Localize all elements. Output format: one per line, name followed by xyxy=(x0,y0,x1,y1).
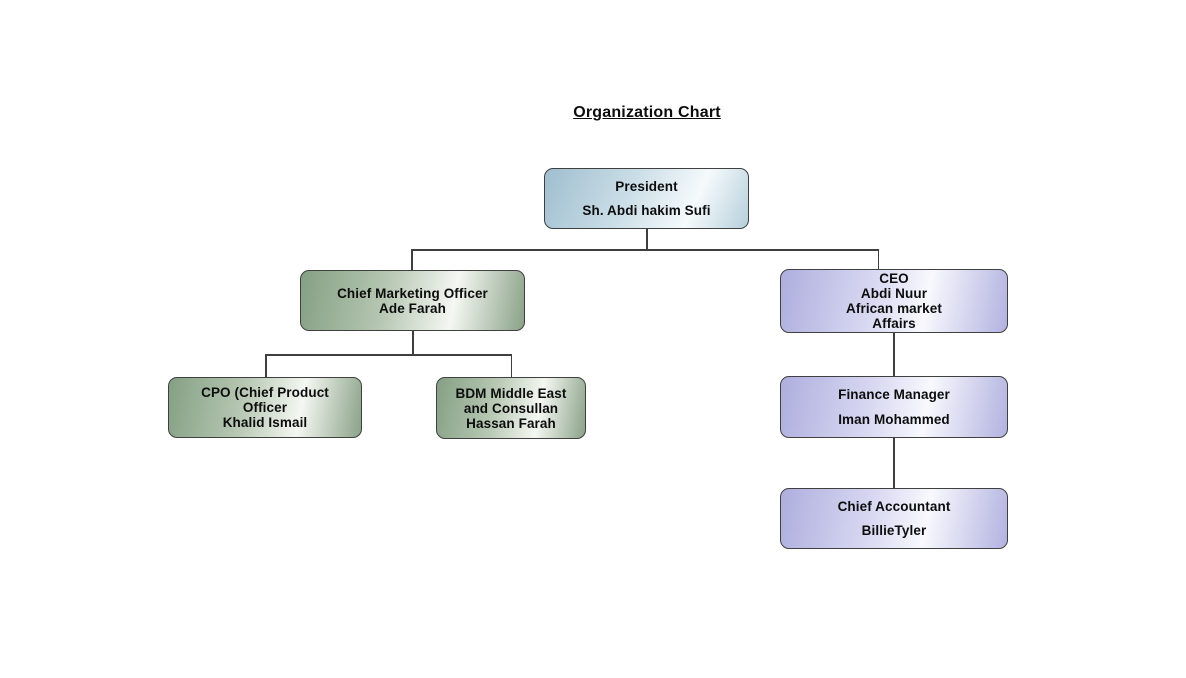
cmo-role-label: Chief Marketing Officer xyxy=(337,285,488,301)
ceo-detail-label: Affairs xyxy=(872,316,916,331)
ceo-role-label: CEO xyxy=(879,271,909,286)
node-chief-marketing-officer[interactable]: Chief Marketing Officer Ade Farah xyxy=(300,270,525,331)
finance-role-label: Finance Manager xyxy=(838,387,950,402)
connector-ceo-finance xyxy=(893,333,895,376)
connector-cmo-stem xyxy=(412,331,414,354)
cpo-role-label: CPO (Chief Product xyxy=(201,385,329,400)
connector-level2-horizontal xyxy=(265,354,512,356)
bdm-role-label: BDM Middle East xyxy=(455,385,567,401)
connector-ceo-drop xyxy=(877,249,879,269)
president-role-label: President xyxy=(615,178,678,194)
bdm-person-label: Hassan Farah xyxy=(466,415,556,431)
connector-cmo-drop xyxy=(411,249,413,270)
node-finance-manager[interactable]: Finance Manager Iman Mohammed xyxy=(780,376,1008,438)
ceo-person-label: Abdi Nuur xyxy=(860,286,928,301)
connector-bdm-drop xyxy=(510,354,512,377)
accountant-role-label: Chief Accountant xyxy=(837,498,951,514)
connector-level1-horizontal xyxy=(411,249,879,251)
president-person-label: Sh. Abdi hakim Sufi xyxy=(582,203,711,219)
connector-cpo-drop xyxy=(265,354,267,377)
connector-finance-accountant xyxy=(893,438,895,488)
cmo-person-label: Ade Farah xyxy=(379,300,446,316)
node-chief-product-officer[interactable]: CPO (Chief Product Officer Khalid Ismail xyxy=(168,377,362,438)
bdm-role-label: and Consullan xyxy=(463,400,559,416)
ceo-detail-label: African market xyxy=(846,301,942,316)
cpo-role-label: Officer xyxy=(242,400,288,415)
finance-person-label: Iman Mohammed xyxy=(838,412,950,427)
accountant-person-label: BillieTyler xyxy=(861,523,927,539)
node-chief-accountant[interactable]: Chief Accountant BillieTyler xyxy=(780,488,1008,549)
cpo-person-label: Khalid Ismail xyxy=(222,415,308,430)
node-president[interactable]: President Sh. Abdi hakim Sufi xyxy=(544,168,749,229)
chart-title: Organization Chart xyxy=(573,104,721,121)
connector-president-stem xyxy=(646,229,648,249)
node-bdm-middle-east[interactable]: BDM Middle East and Consullan Hassan Far… xyxy=(436,377,586,439)
node-ceo[interactable]: CEO Abdi Nuur African market Affairs xyxy=(780,269,1008,333)
